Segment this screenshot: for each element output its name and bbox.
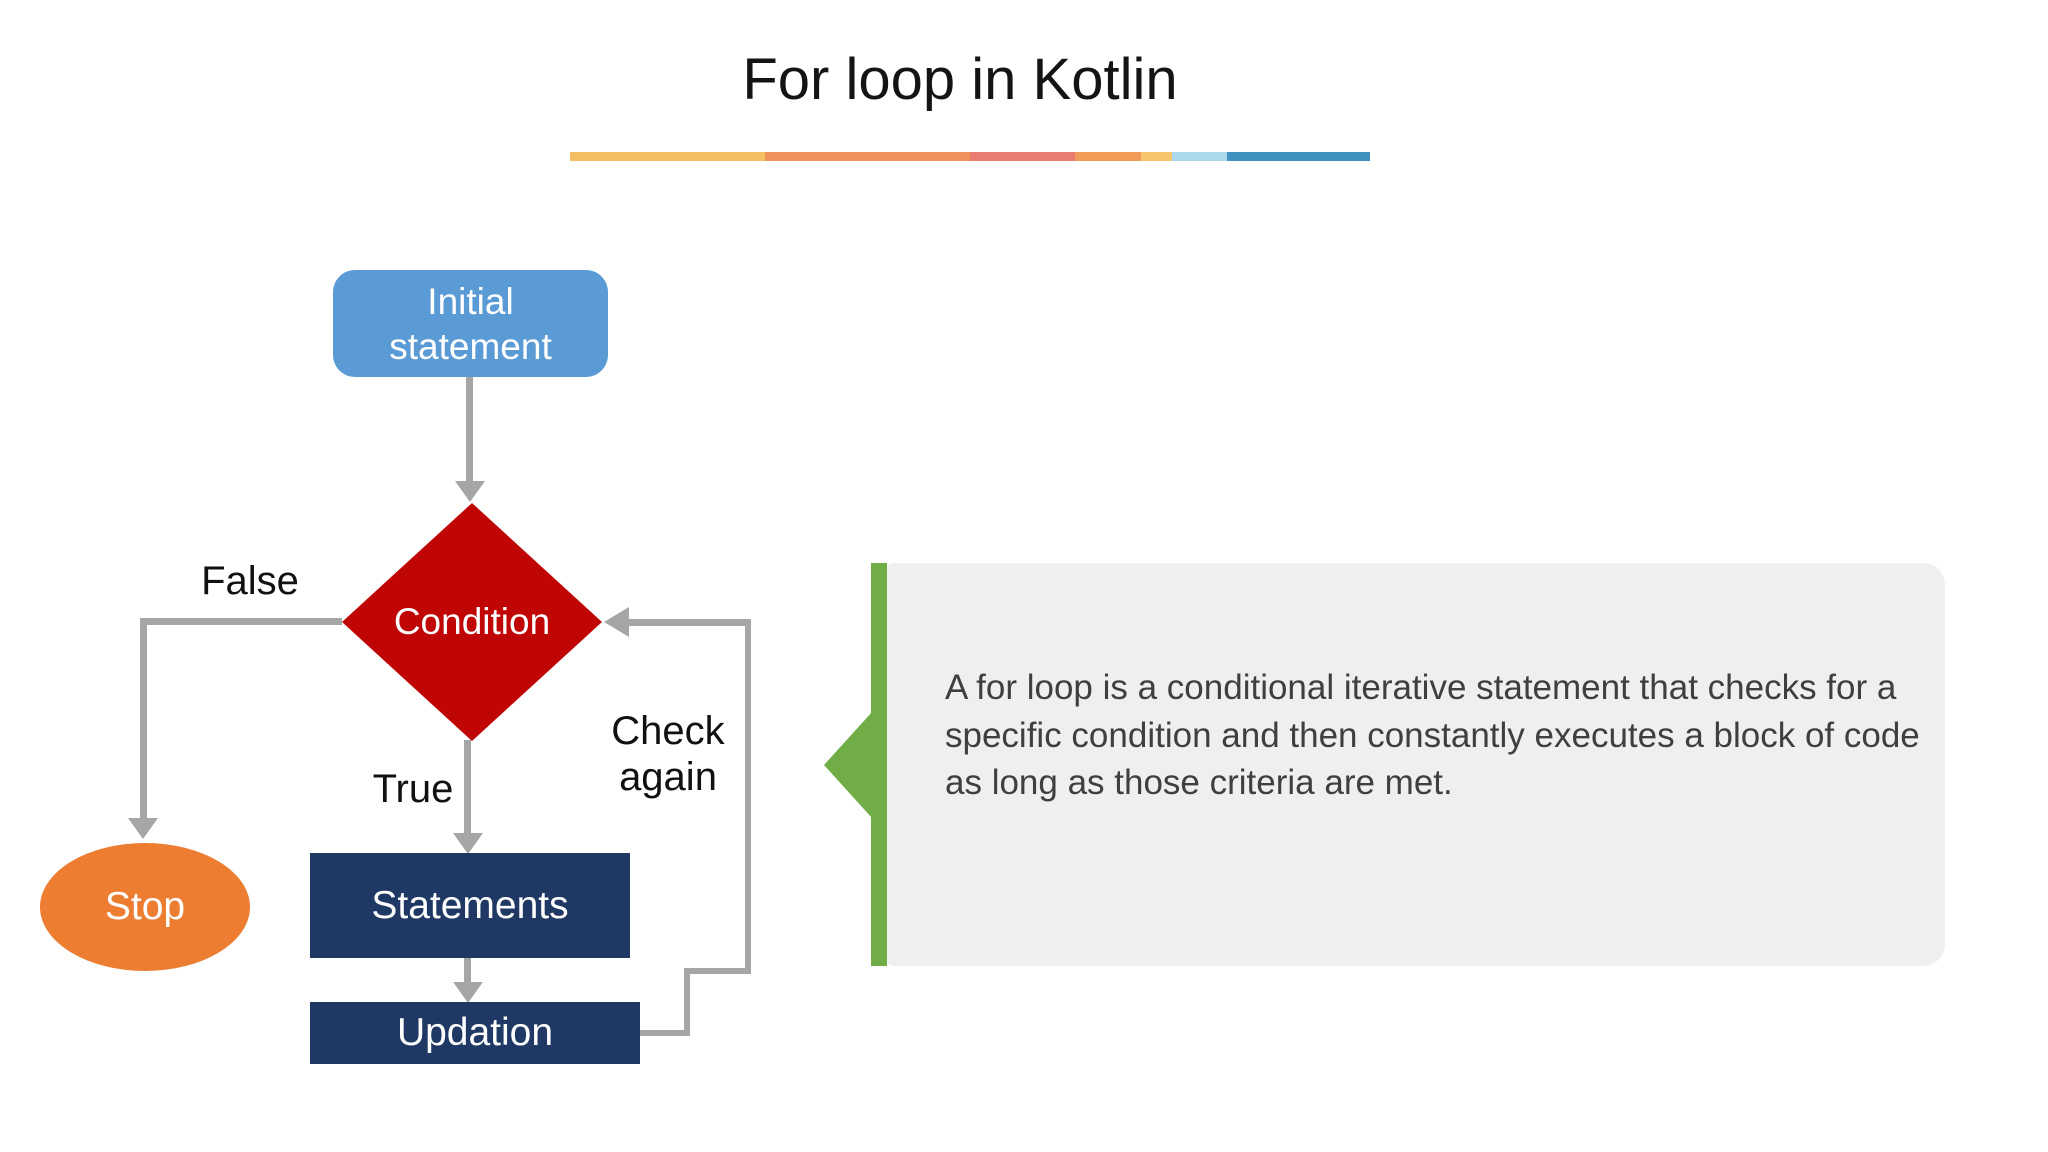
- arrowhead-back-into-condition: [604, 607, 629, 637]
- edge-loop-segment-1: [640, 1030, 690, 1036]
- arrowhead-into-statements: [453, 833, 483, 854]
- edge-false-vertical: [140, 618, 147, 820]
- edge-loop-segment-3: [684, 968, 751, 974]
- flow-node-statements: Statements: [310, 853, 630, 958]
- edge-label-false: False: [201, 559, 299, 603]
- underline-segment: [1172, 152, 1227, 161]
- edge-statements-to-updation: [464, 958, 471, 985]
- arrowhead-into-condition: [455, 481, 485, 502]
- arrowhead-into-updation: [453, 982, 483, 1003]
- callout-panel: [887, 563, 1945, 966]
- underline-segment: [1075, 152, 1141, 161]
- flow-node-initial-statement: Initial statement: [333, 270, 608, 377]
- edge-loop-segment-2: [684, 968, 690, 1036]
- page-title: For loop in Kotlin: [742, 47, 1178, 112]
- edge-condition-to-statements: [464, 740, 471, 836]
- underline-segment: [570, 152, 765, 161]
- edge-loop-segment-4: [745, 621, 751, 974]
- title-underline: [570, 152, 1370, 161]
- edge-label-true: True: [372, 767, 454, 811]
- underline-segment: [1141, 152, 1172, 161]
- edge-label-check-again: Check again: [611, 709, 725, 799]
- flow-node-stop: Stop: [40, 843, 250, 971]
- callout-accent-bar: [871, 563, 887, 966]
- edge-loop-segment-5: [629, 619, 751, 626]
- underline-segment: [970, 152, 1075, 161]
- underline-segment: [1227, 152, 1370, 161]
- flow-node-updation: Updation: [310, 1002, 640, 1064]
- callout-left-chevron-icon: [824, 712, 872, 818]
- edge-initial-to-condition: [466, 377, 473, 483]
- flow-node-condition: Condition: [342, 503, 602, 741]
- arrowhead-into-stop: [128, 818, 158, 839]
- underline-segment: [765, 152, 970, 161]
- edge-false-horizontal: [140, 618, 342, 625]
- callout-description: A for loop is a conditional iterative st…: [945, 668, 1920, 802]
